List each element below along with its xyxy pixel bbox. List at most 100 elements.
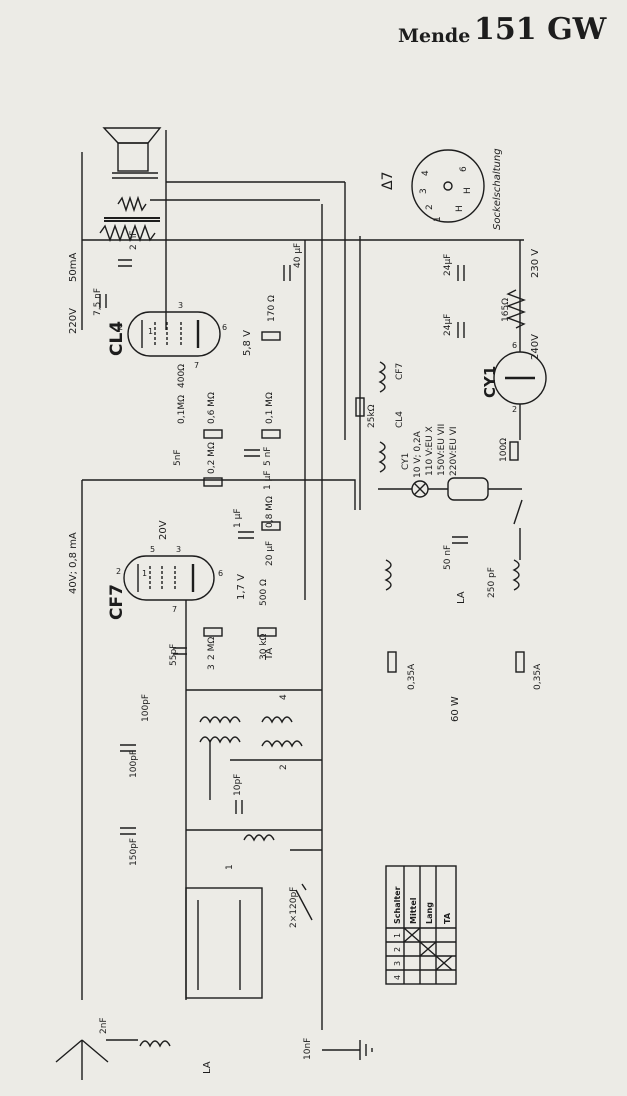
cf7-plate-voltage: 40V; 0,8 mA	[68, 532, 79, 594]
ground-icon	[322, 1040, 373, 1060]
c-10-label: 10pF	[233, 774, 243, 796]
r-08m-label: 0,8 MΩ	[265, 496, 275, 528]
c-55-label: 55pF	[169, 644, 179, 666]
c-2nf-label: 2nF	[99, 1017, 109, 1034]
c-250-label: 250 pF	[487, 567, 497, 598]
cy1-pin: 2	[512, 405, 517, 414]
r-01m-b-label: 0,1 MΩ	[265, 392, 275, 424]
r-06m-label: 0,6 MΩ	[207, 392, 217, 424]
output-transformer	[99, 195, 160, 243]
c-24-top-label: 24μF	[443, 254, 453, 276]
socket-pin: H	[463, 187, 473, 194]
mains-tap-110: 110 V:EU X	[425, 426, 435, 476]
cf7-pin: 7	[172, 605, 177, 614]
switch-table-col: 1	[393, 933, 402, 938]
supply-rails	[81, 130, 524, 1030]
fuse-a-label: 0,35A	[407, 663, 417, 690]
socket-pin: 3	[419, 188, 429, 194]
tuning-section	[185, 600, 322, 1000]
cl4-label: CL4	[107, 321, 127, 356]
cl4-current: 50mA	[68, 253, 79, 282]
switch-table-header: Schalter	[393, 886, 402, 924]
socket-tube-label: Δ7	[380, 172, 396, 190]
c-75-label: 7,5 nF	[93, 288, 103, 316]
r-01m-label: 0,1MΩ	[177, 395, 187, 424]
coils	[139, 289, 526, 1048]
mains-tap-150: 150V:EU VII	[437, 424, 447, 476]
r-400-label: 400Ω	[177, 364, 187, 388]
mains-voltage: 230 V	[530, 249, 541, 278]
c-5nf-b-label: 5 nF	[263, 447, 273, 466]
cf7-cathode-voltage: 1,7 V	[236, 574, 247, 600]
cl4-pin: 3	[178, 301, 183, 310]
c-150-label: 150pF	[129, 838, 139, 866]
socket-pin: 6	[459, 166, 469, 172]
cf7-pin: 6	[218, 569, 223, 578]
c-5nf-label: 5nF	[173, 449, 183, 466]
cl4-plate-voltage: 220V	[68, 308, 79, 334]
cf7-pin: 3	[176, 545, 181, 554]
ta-label: TA	[264, 648, 275, 661]
r-02m-label: 0,2 MΩ	[207, 442, 217, 474]
pilot-lamp-icon	[378, 477, 522, 501]
r-165-label: 165Ω	[501, 298, 511, 322]
model-title: 151 GW	[474, 12, 607, 47]
c-1uf-label: 1 μF	[263, 471, 273, 491]
c-out-label: 2 nF	[129, 231, 139, 250]
r-2m-label: 2 MΩ	[207, 637, 217, 660]
socket-pin: H	[455, 205, 465, 212]
r-170-label: 170 Ω	[267, 295, 277, 322]
switch-number: 3	[207, 664, 217, 670]
cf7-label: CF7	[107, 584, 127, 620]
tube-cf7	[123, 555, 215, 601]
r-30k-label: 30 kΩ	[259, 633, 269, 660]
cl4-pin: 6	[222, 323, 227, 332]
c-100b-label: 100pF	[129, 750, 139, 778]
cf7-pin: 5	[150, 545, 155, 554]
c-24-bot-label: 24μF	[443, 314, 453, 336]
socket-pin: 2	[425, 204, 435, 210]
cl4-pin: 7	[194, 361, 199, 370]
c-2x120-label: 2×120pF	[289, 887, 299, 928]
tube-socket-diagram	[411, 149, 485, 223]
cl4-cathode-voltage: 5,8 V	[242, 330, 253, 356]
switch-table	[385, 865, 457, 985]
fuse-b-label: 0,35A	[533, 663, 543, 690]
r-100-label: 100Ω	[499, 438, 509, 462]
cy1-heater-voltage: 10 V; 0,2A	[413, 430, 423, 478]
c-1uf-b-label: 1 μF	[233, 509, 243, 529]
mains-switch	[513, 499, 523, 560]
c-100a-label: 100pF	[141, 694, 151, 722]
loudspeaker-icon	[102, 127, 162, 179]
socket-pin: 1	[433, 216, 443, 222]
switch-table-row-label: Lang	[425, 902, 434, 924]
lamp-60w-label: 60 W	[450, 696, 461, 722]
socket-title: Sockelschaltung	[492, 148, 503, 230]
switch-table-col: 4	[393, 975, 402, 980]
socket-pin: 4	[421, 170, 431, 176]
cy1-pin: 6	[512, 341, 517, 350]
cf7-pin: 2	[116, 567, 121, 576]
c-20uf-label: 20 μF	[265, 541, 275, 566]
switch-table-row-label: Mittel	[409, 897, 418, 924]
switch-number: 2	[279, 764, 289, 770]
cy1-heater-label: CY1	[401, 453, 411, 470]
cf7-screen-voltage: 20V	[158, 520, 169, 540]
cl4-pin: 1	[148, 327, 153, 336]
cy1-label: CY1	[481, 366, 499, 398]
switch-table-col: 2	[393, 947, 402, 952]
switch-table-col: 3	[393, 961, 402, 966]
switch-number: 1	[225, 864, 235, 870]
passive-components	[99, 259, 525, 835]
la-left-label: LA	[202, 1061, 213, 1074]
tube-cl4	[127, 311, 221, 357]
r-25k-label: 25kΩ	[367, 404, 377, 428]
cf7-pin: 1	[142, 569, 147, 578]
r-500-label: 500 Ω	[259, 579, 269, 606]
c-50-label: 50 nF	[443, 545, 453, 570]
switch-table-row-label: TA	[443, 912, 452, 924]
brand-title: Mende	[398, 25, 471, 47]
c-10nf-label: 10nF	[303, 1038, 313, 1060]
